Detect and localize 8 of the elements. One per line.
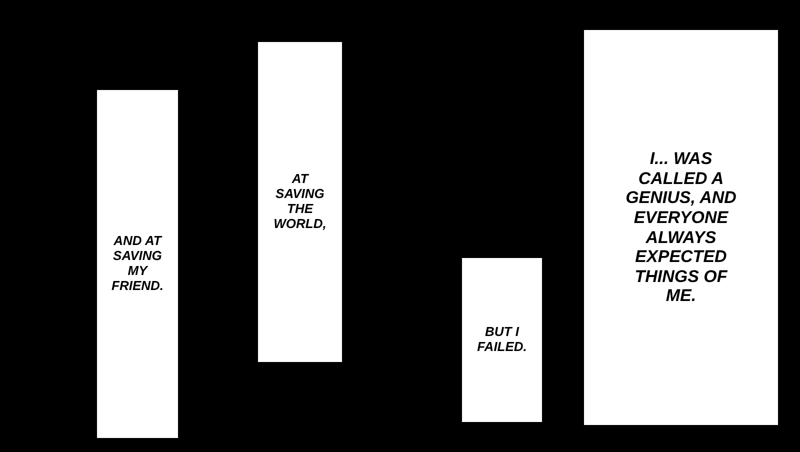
- caption-text: AT SAVING THE WORLD,: [272, 172, 328, 232]
- caption-box: [462, 258, 542, 422]
- caption-box: [97, 90, 178, 438]
- caption-box: [258, 42, 342, 362]
- caption-box: [584, 30, 778, 425]
- caption-text: AND AT SAVING MY FRIEND.: [110, 234, 164, 294]
- caption-text: I... WAS CALLED A GENIUS, AND EVERYONE ALWAYS EXPECTED THINGS OF ME.: [624, 149, 738, 306]
- caption-text: BUT I FAILED.: [476, 325, 528, 355]
